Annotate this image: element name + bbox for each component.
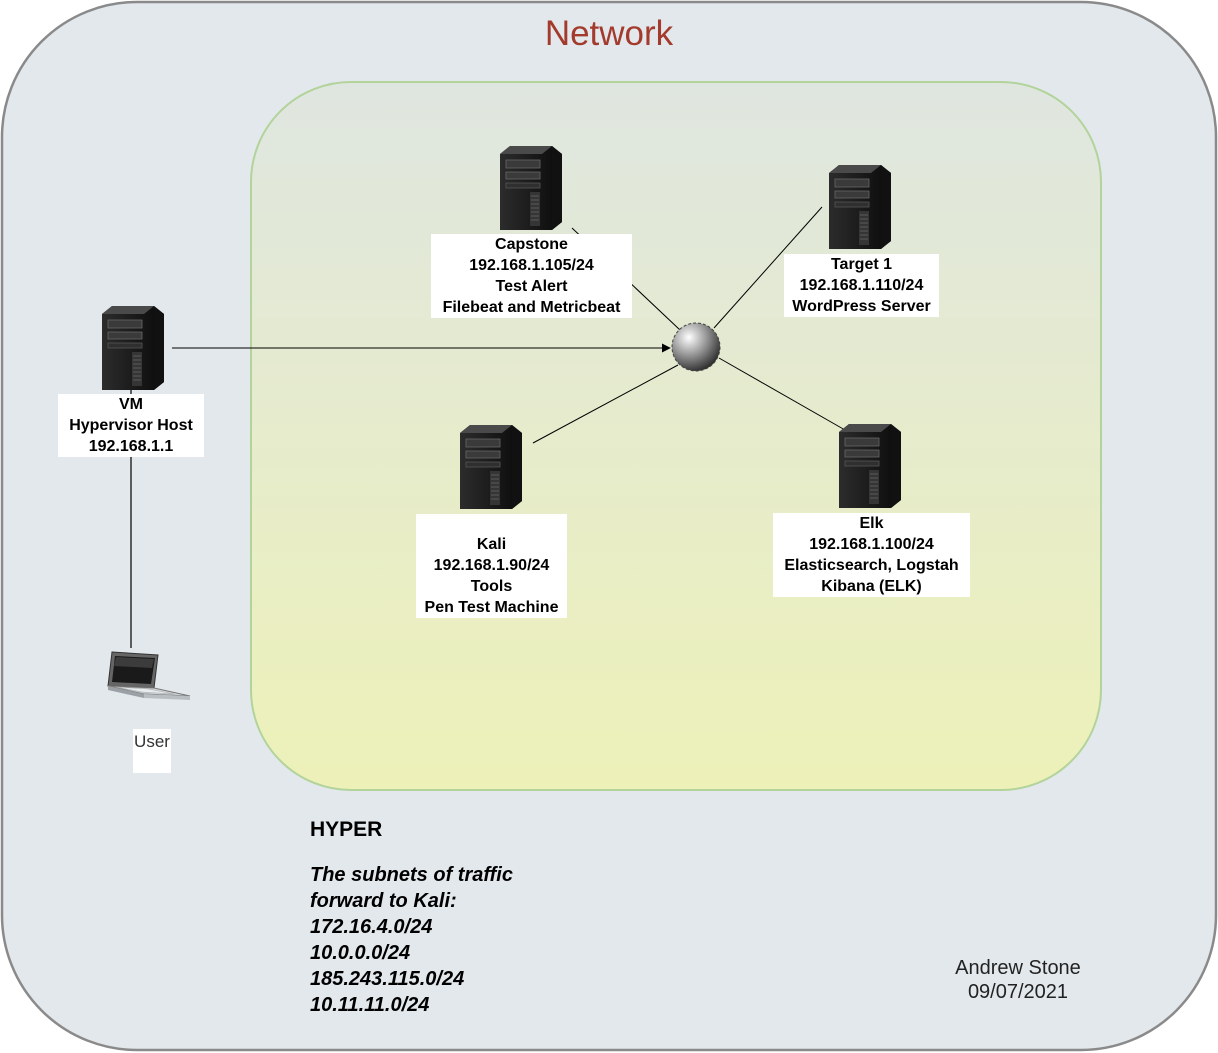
user-label: User xyxy=(133,729,171,773)
author-block: Andrew Stone 09/07/2021 xyxy=(930,956,1106,1004)
author-name: Andrew Stone xyxy=(955,957,1081,979)
link-elk-hub xyxy=(718,357,846,431)
notes-line: The subnets of traffic xyxy=(310,864,513,886)
author-date: 09/07/2021 xyxy=(967,981,1069,1003)
capstone-role: Test Alert xyxy=(495,278,568,295)
server-tower-icon xyxy=(459,424,523,510)
subnet-entry: 10.0.0.0/24 xyxy=(310,942,411,964)
elk-name: Elk xyxy=(859,515,884,532)
kali-name: Kali xyxy=(476,536,507,553)
kali-purpose: Pen Test Machine xyxy=(424,599,559,616)
elk-ip: 192.168.1.100/24 xyxy=(809,536,934,553)
target1-role: WordPress Server xyxy=(792,298,931,315)
notes-block: HYPER The subnets of traffic forward to … xyxy=(310,818,513,1018)
capstone-services: Filebeat and Metricbeat xyxy=(442,299,621,316)
laptop-icon xyxy=(107,651,191,700)
subnet-entry: 172.16.4.0/24 xyxy=(310,916,433,938)
capstone-ip: 192.168.1.105/24 xyxy=(469,257,594,274)
diagram-title: Network xyxy=(544,14,674,53)
kali-ip: 192.168.1.90/24 xyxy=(433,557,550,574)
capstone-label: Capstone 192.168.1.105/24 Test Alert Fil… xyxy=(431,234,632,318)
subnet-entry: 185.243.115.0/24 xyxy=(310,968,465,990)
elk-label: Elk 192.168.1.100/24 Elasticsearch, Logs… xyxy=(773,513,970,597)
network-hub-icon xyxy=(671,322,721,372)
vm-ip: 192.168.1.1 xyxy=(88,438,174,455)
server-tower-icon xyxy=(828,164,892,250)
server-tower-icon xyxy=(101,305,165,391)
elk-suite: Kibana (ELK) xyxy=(821,578,922,595)
vm-label: VM Hypervisor Host 192.168.1.1 xyxy=(58,394,204,457)
capstone-name: Capstone xyxy=(495,236,568,253)
subnet-entry: 10.11.11.0/24 xyxy=(310,994,430,1016)
notes-line: forward to Kali: xyxy=(310,890,457,912)
elk-services: Elasticsearch, Logstah xyxy=(784,557,959,574)
kali-role: Tools xyxy=(470,578,513,595)
vm-role: Hypervisor Host xyxy=(69,417,193,434)
server-tower-icon xyxy=(499,145,563,231)
server-tower-icon xyxy=(838,423,902,509)
target1-label: Target 1 192.168.1.110/24 WordPress Serv… xyxy=(784,254,939,317)
kali-label: Kali 192.168.1.90/24 Tools Pen Test Mach… xyxy=(416,514,567,618)
vm-name: VM xyxy=(119,396,143,413)
link-kali-hub xyxy=(532,364,679,444)
notes-heading: HYPER xyxy=(310,818,383,841)
notes-body: The subnets of traffic forward to Kali: … xyxy=(310,862,513,1018)
hypervisor-boundary xyxy=(250,81,1102,791)
link-target1-hub xyxy=(713,206,823,329)
target1-ip: 192.168.1.110/24 xyxy=(799,277,924,294)
target1-name: Target 1 xyxy=(830,256,893,273)
